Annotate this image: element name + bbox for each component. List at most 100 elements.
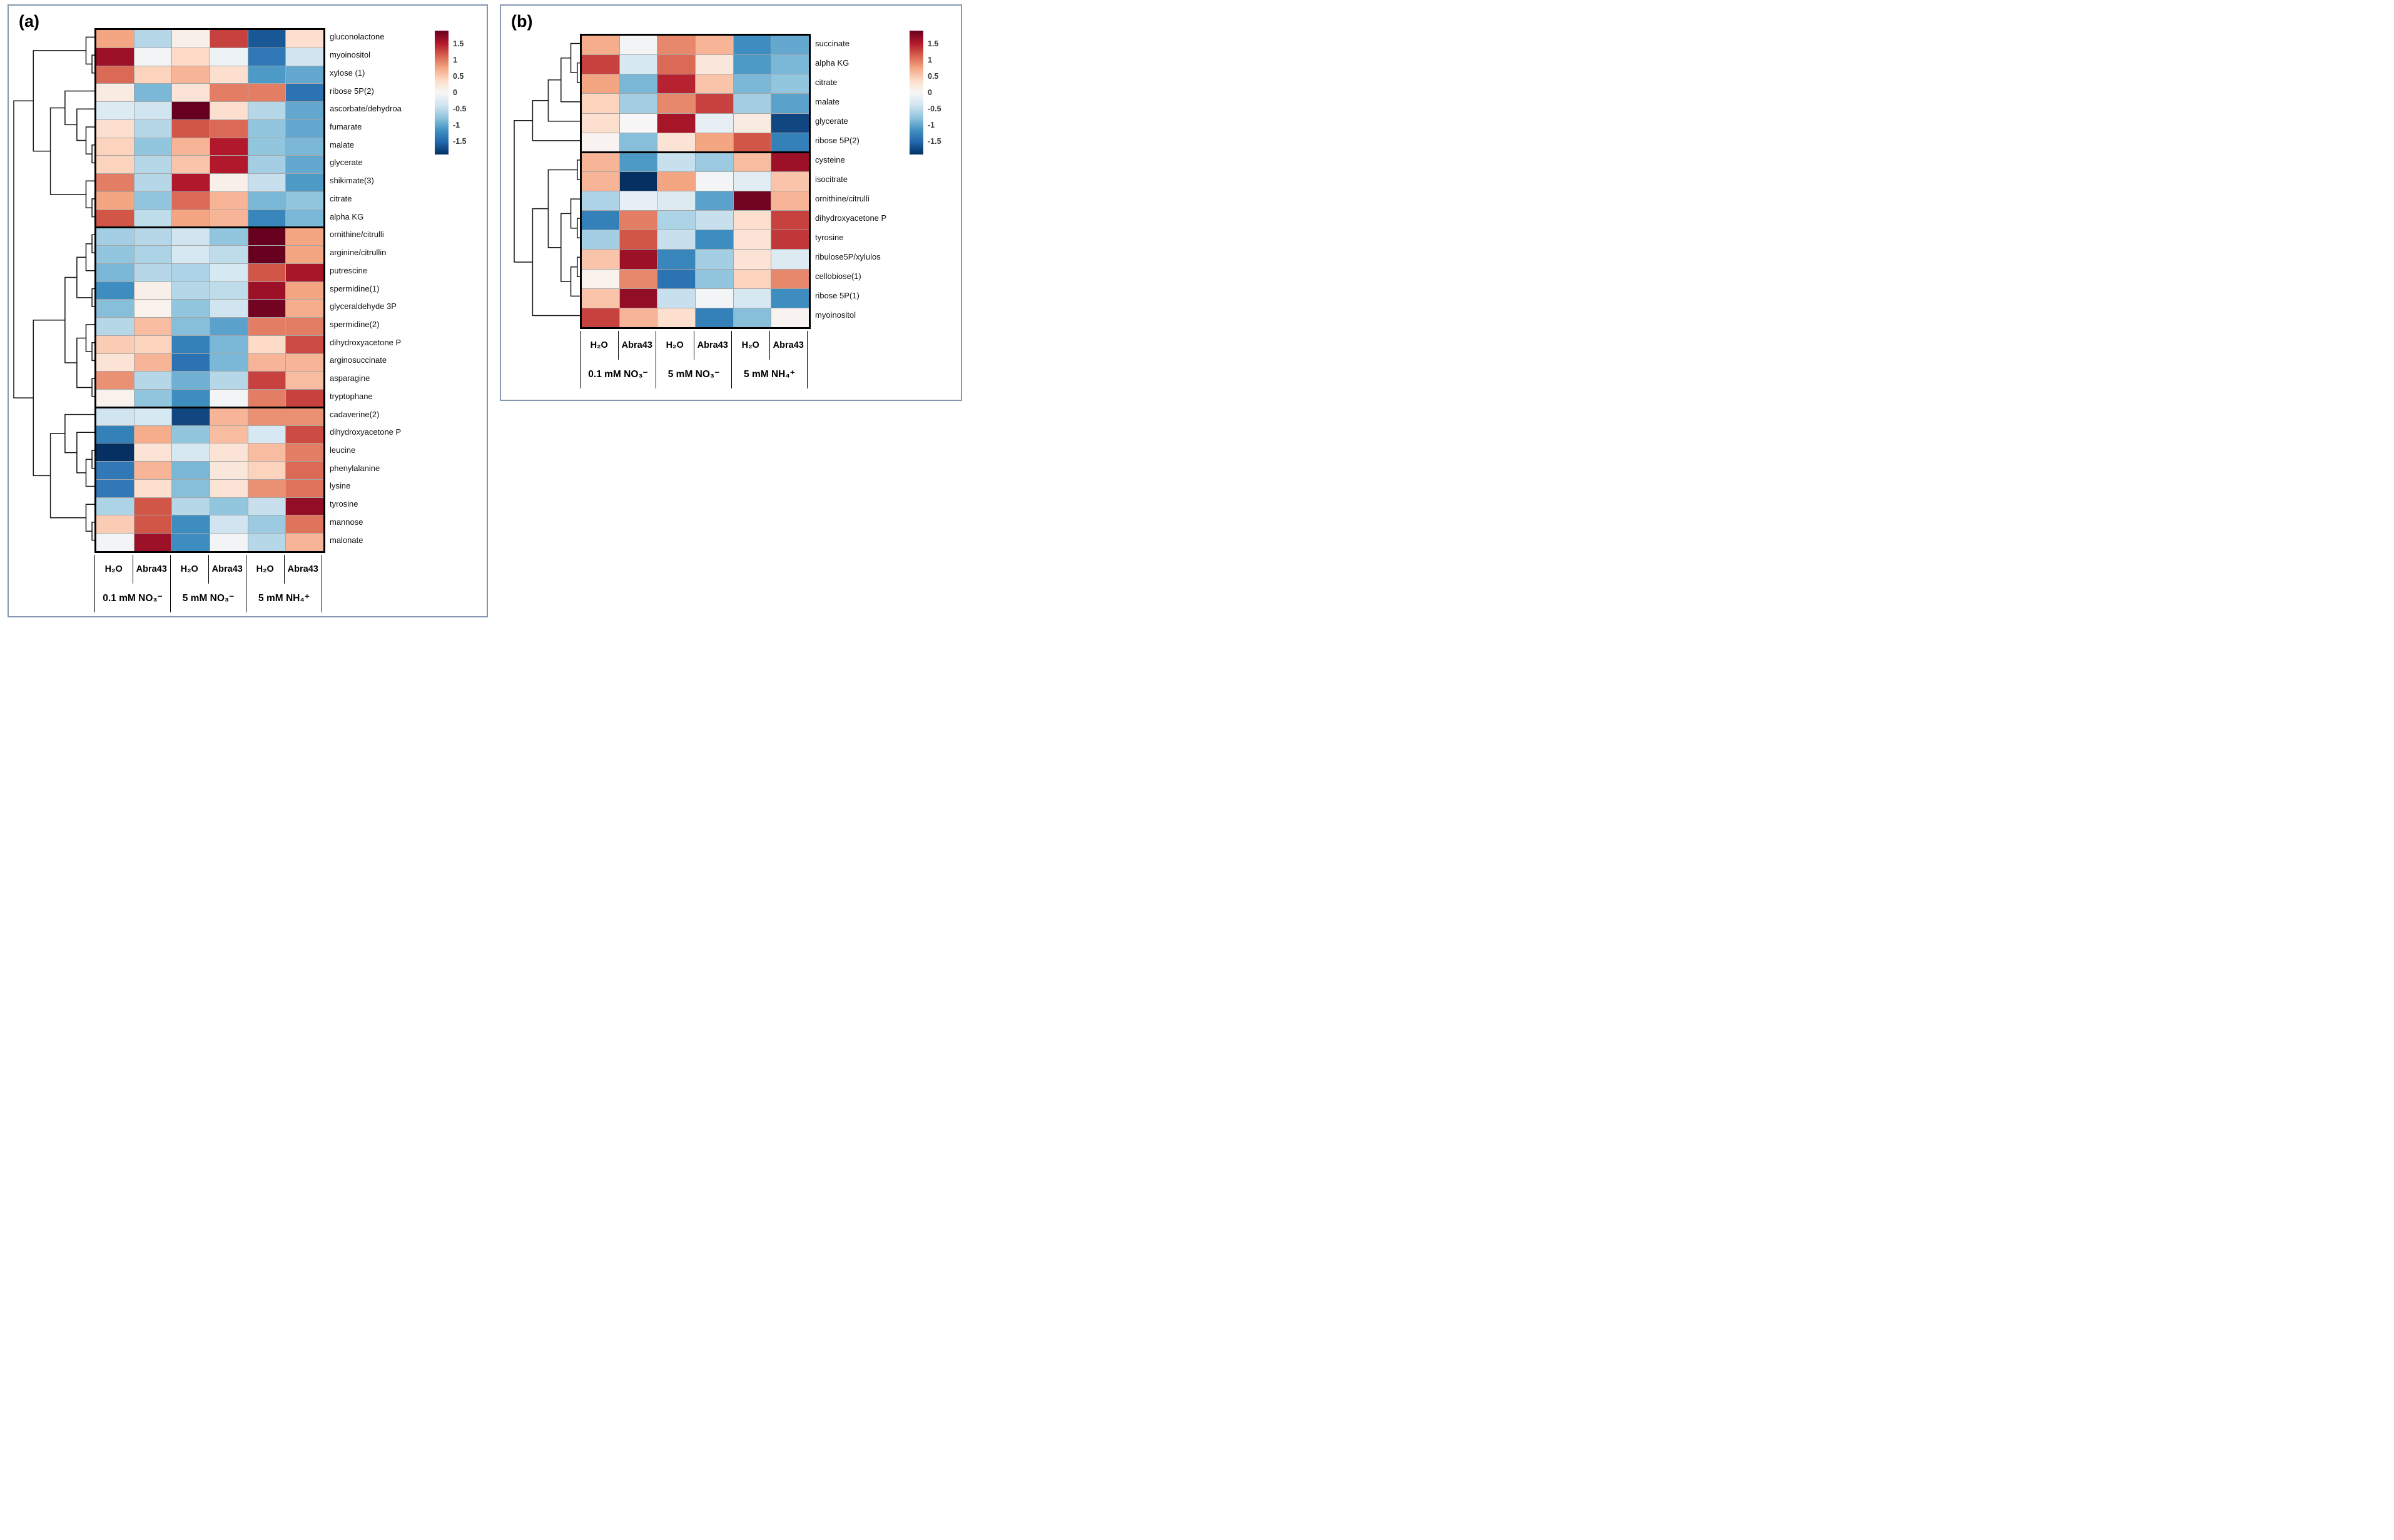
heatmap-cell xyxy=(134,318,172,335)
heatmap-cell xyxy=(286,300,323,318)
heatmap-cell xyxy=(733,288,771,308)
heatmap-cell xyxy=(96,372,134,390)
row-label: malonate xyxy=(330,535,363,545)
heatmap-cell xyxy=(172,534,210,551)
colorbar-tick: 1.5 xyxy=(453,39,464,48)
heatmap-cell xyxy=(696,94,733,113)
column-header: Abra43 xyxy=(133,555,171,584)
row-label: arginine/citrullin xyxy=(330,248,387,258)
heatmap-cell xyxy=(696,113,733,133)
row-label: tyrosine xyxy=(330,499,358,509)
row-label: glycerate xyxy=(815,116,848,126)
colorbar-tick: 0.5 xyxy=(928,71,939,81)
group-header: 0.1 mM NO₃⁻ xyxy=(95,584,171,612)
group-header: 0.1 mM NO₃⁻ xyxy=(581,360,656,388)
heatmap-cell xyxy=(733,269,771,288)
heatmap-cell xyxy=(96,281,134,300)
heatmap-cell xyxy=(172,156,210,173)
heatmap-cell xyxy=(172,479,210,497)
heatmap-cell xyxy=(286,497,323,515)
heatmap-cell xyxy=(582,308,619,327)
colorbar-tick: -1.5 xyxy=(928,137,941,146)
row-label: glycerate xyxy=(330,158,363,168)
heatmap-cell xyxy=(96,119,134,138)
heatmap-cell xyxy=(134,66,172,84)
heatmap-cell xyxy=(619,230,657,250)
heatmap-cell xyxy=(771,269,809,288)
heatmap-cell xyxy=(248,479,286,497)
heatmap-cell xyxy=(96,318,134,335)
heatmap-cell xyxy=(286,335,323,353)
heatmap-cell xyxy=(248,84,286,101)
heatmap-cell xyxy=(172,300,210,318)
heatmap-cell xyxy=(96,462,134,479)
row-label: shikimate(3) xyxy=(330,176,374,186)
row-label: putrescine xyxy=(330,265,367,275)
panel-b-label: (b) xyxy=(511,12,533,31)
row-label: xylose (1) xyxy=(330,68,365,78)
heatmap-cell xyxy=(96,48,134,66)
heatmap-cell xyxy=(210,228,248,245)
heatmap-cell xyxy=(248,263,286,281)
row-label: phenylalanine xyxy=(330,463,380,473)
colorbar-tick: 1.5 xyxy=(928,39,939,48)
heatmap-cell xyxy=(134,119,172,138)
row-label: asparagine xyxy=(330,373,370,383)
row-label: cysteine xyxy=(815,155,845,165)
heatmap-cell xyxy=(96,300,134,318)
column-header: Abra43 xyxy=(770,331,808,360)
dendrogram-lines xyxy=(514,43,580,317)
row-label: isocitrate xyxy=(815,175,848,184)
heatmap-cell xyxy=(248,191,286,210)
heatmap-cell xyxy=(619,308,657,327)
row-label: ornithine/citrulli xyxy=(330,230,384,240)
heatmap-cell xyxy=(96,228,134,245)
heatmap-cell xyxy=(134,263,172,281)
heatmap-cell xyxy=(172,48,210,66)
heatmap-cell xyxy=(96,390,134,407)
colorbar-gradient xyxy=(910,31,923,155)
row-label: myoinositol xyxy=(815,310,856,320)
heatmap-cell xyxy=(696,133,733,152)
heatmap-cell xyxy=(210,497,248,515)
heatmap-cell xyxy=(619,74,657,94)
heatmap-cell xyxy=(248,534,286,551)
heatmap-cell xyxy=(210,318,248,335)
heatmap-cell xyxy=(96,479,134,497)
heatmap-cell xyxy=(582,171,619,191)
heatmap-cell xyxy=(210,425,248,443)
heatmap-cell xyxy=(286,534,323,551)
heatmap-cell xyxy=(210,156,248,173)
heatmap-cell xyxy=(134,534,172,551)
heatmap-cell xyxy=(286,119,323,138)
heatmap-cell xyxy=(134,425,172,443)
heatmap-cell xyxy=(172,263,210,281)
heatmap-cell xyxy=(96,246,134,263)
column-header: H₂O xyxy=(732,331,770,360)
row-label: tryptophane xyxy=(330,391,373,401)
column-header: Abra43 xyxy=(694,331,732,360)
row-label: cellobiose(1) xyxy=(815,271,861,281)
heatmap-cell xyxy=(771,230,809,250)
heatmap-cell xyxy=(286,228,323,245)
heatmap-cell xyxy=(286,156,323,173)
colorbar-tick: -1.5 xyxy=(453,137,467,146)
row-label: fumarate xyxy=(330,121,362,131)
panel-a-label: (a) xyxy=(19,12,39,31)
heatmap-cell xyxy=(172,318,210,335)
row-label: ribose 5P(1) xyxy=(815,291,860,301)
heatmap-cell xyxy=(210,479,248,497)
heatmap-cell xyxy=(248,138,286,156)
heatmap-cell xyxy=(286,138,323,156)
heatmap-cell xyxy=(210,48,248,66)
heatmap-cell xyxy=(619,191,657,211)
heatmap-cell xyxy=(733,94,771,113)
column-header: Abra43 xyxy=(285,555,322,584)
dendrogram-a xyxy=(13,36,94,541)
heatmap-cell xyxy=(286,48,323,66)
column-header: Abra43 xyxy=(619,331,656,360)
heatmap-cell xyxy=(134,515,172,534)
heatmap-cell xyxy=(286,462,323,479)
heatmap-cell xyxy=(210,443,248,462)
heatmap-cell xyxy=(210,515,248,534)
